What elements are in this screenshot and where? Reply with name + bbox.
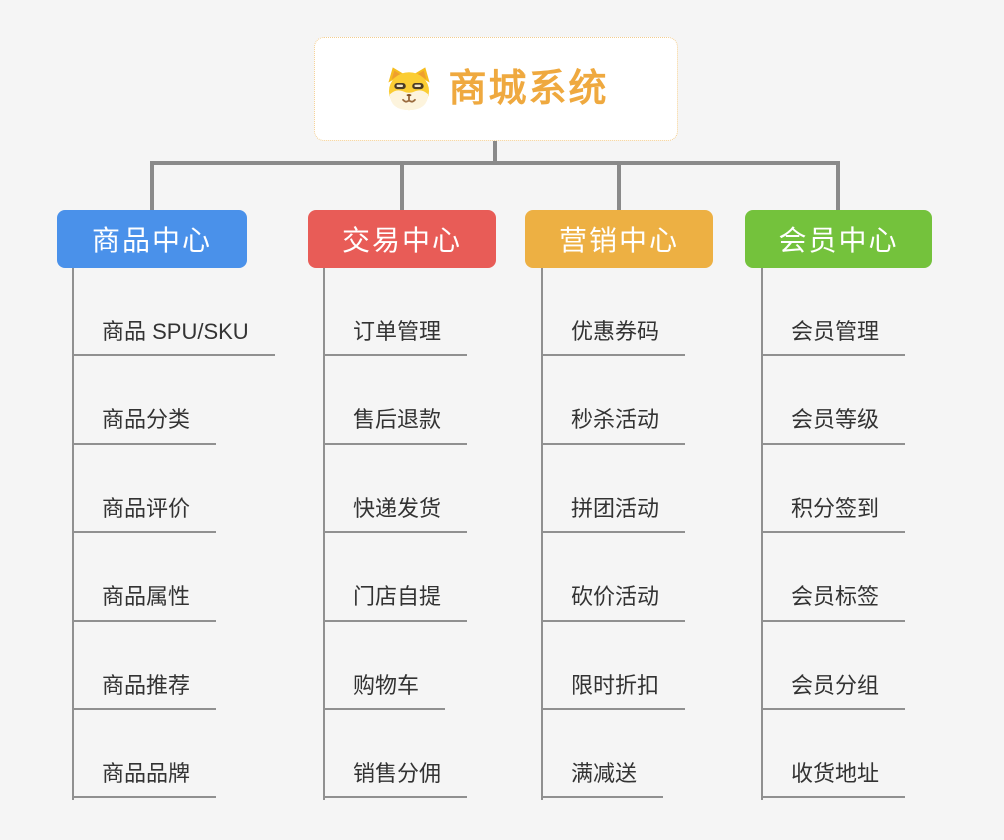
connector-drop-trade-center [400,161,404,210]
leaf-item[interactable]: 会员分组 [761,673,906,710]
branch-label: 会员中心 [778,225,899,256]
connector-drop-marketing-center [617,161,621,210]
leaf-item[interactable]: 门店自提 [323,584,468,622]
column-line-marketing-center [541,268,543,800]
branch-node-marketing-center[interactable]: 营销中心 [525,210,713,268]
leaf-item[interactable]: 销售分佣 [323,761,468,799]
branch-rail-connector [150,161,840,165]
branch-node-member-center[interactable]: 会员中心 [745,210,932,268]
root-stem-connector [493,141,497,163]
leaf-item[interactable]: 砍价活动 [541,584,686,622]
connector-drop-member-center [836,161,840,210]
column-line-member-center [761,268,763,800]
leaf-item[interactable]: 秒杀活动 [541,407,686,445]
leaf-column-product-center: 商品 SPU/SKU 商品分类 商品评价 商品属性 商品推荐 商品品牌 [72,268,275,799]
leaf-item[interactable]: 会员标签 [761,584,906,622]
leaf-item[interactable]: 商品推荐 [72,673,217,710]
leaf-item[interactable]: 会员管理 [761,319,906,357]
leaf-item[interactable]: 商品 SPU/SKU [72,319,275,357]
leaf-item[interactable]: 售后退款 [323,407,468,445]
leaf-item[interactable]: 商品评价 [72,496,217,534]
leaf-item[interactable]: 优惠券码 [541,319,686,357]
leaf-item[interactable]: 满减送 [541,761,664,799]
leaf-item[interactable]: 商品属性 [72,584,217,622]
leaf-item[interactable]: 限时折扣 [541,673,686,710]
branch-label: 交易中心 [341,225,462,256]
leaf-item[interactable]: 拼团活动 [541,496,686,534]
connector-drop-product-center [150,161,154,210]
root-title: 商城系统 [448,68,609,110]
leaf-item[interactable]: 购物车 [323,673,446,710]
leaf-item[interactable]: 积分签到 [761,496,906,534]
leaf-item[interactable]: 商品品牌 [72,761,217,799]
leaf-item[interactable]: 订单管理 [323,319,468,357]
leaf-item[interactable]: 会员等级 [761,407,906,445]
branch-node-trade-center[interactable]: 交易中心 [308,210,496,268]
branch-label: 营销中心 [558,225,679,256]
column-line-trade-center [323,268,325,800]
leaf-column-trade-center: 订单管理 售后退款 快递发货 门店自提 购物车 销售分佣 [323,268,468,799]
leaf-item[interactable]: 商品分类 [72,407,217,445]
column-line-product-center [72,268,74,800]
root-node-mall-system[interactable]: 商城系统 [314,37,678,141]
shiba-dog-icon [388,67,431,111]
leaf-column-member-center: 会员管理 会员等级 积分签到 会员标签 会员分组 收货地址 [761,268,906,799]
branch-label: 商品中心 [91,225,212,256]
leaf-column-marketing-center: 优惠券码 秒杀活动 拼团活动 砍价活动 限时折扣 满减送 [541,268,686,799]
leaf-item[interactable]: 收货地址 [761,761,906,799]
branch-node-product-center[interactable]: 商品中心 [57,210,247,268]
leaf-item[interactable]: 快递发货 [323,496,468,534]
